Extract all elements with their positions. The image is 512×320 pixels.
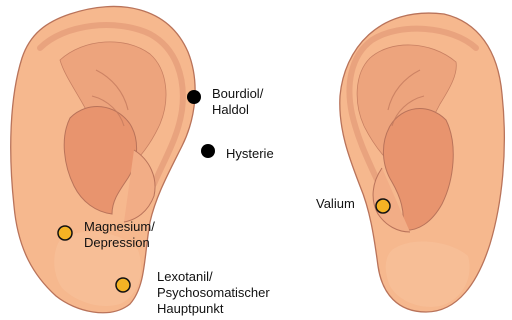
valium-point-marker [376,199,390,213]
magnesium-label: Magnesium/ Depression [84,219,155,251]
hysterie-label-line: Hysterie [226,146,274,162]
valium-label: Valium [316,196,355,212]
magnesium-point-marker [58,226,72,240]
bourdiol-point-marker [187,90,201,104]
lexotanil-label-line: Psychosomatischer [157,285,270,301]
lexotanil-point-marker [116,278,130,292]
magnesium-label-line: Magnesium/ [84,219,155,235]
valium-label-line: Valium [316,196,355,212]
bourdiol-label: Bourdiol/ Haldol [212,86,263,118]
bourdiol-label-line: Haldol [212,102,263,118]
right-ear [340,13,505,312]
lexotanil-label: Lexotanil/ Psychosomatischer Hauptpunkt [157,269,270,317]
magnesium-label-line: Depression [84,235,155,251]
hysterie-label: Hysterie [226,146,274,162]
lexotanil-label-line: Hauptpunkt [157,301,270,317]
lexotanil-label-line: Lexotanil/ [157,269,270,285]
bourdiol-label-line: Bourdiol/ [212,86,263,102]
hysterie-point-marker [201,144,215,158]
left-ear [11,6,195,312]
